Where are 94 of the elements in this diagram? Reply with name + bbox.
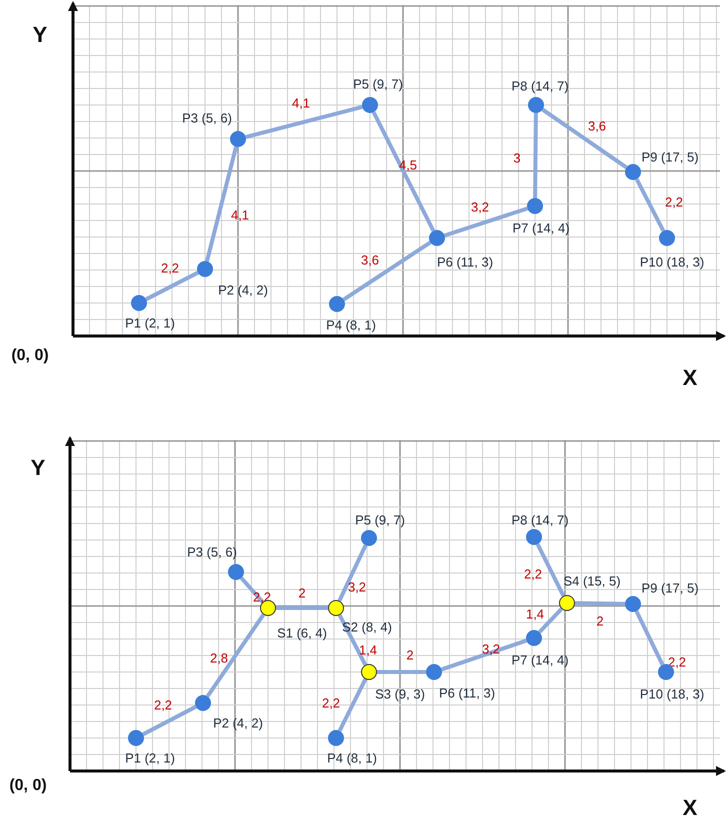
point-marker	[328, 730, 344, 746]
point-marker	[528, 97, 544, 113]
point-marker	[429, 230, 445, 246]
point-marker	[195, 695, 211, 711]
connector-line	[634, 610, 664, 666]
point-marker	[131, 295, 147, 311]
point-label: P7 (14, 4)	[511, 652, 569, 668]
edge-label: 2,2	[154, 698, 172, 712]
connector-line	[338, 544, 368, 602]
edge-label: 2,2	[524, 566, 542, 582]
edge-label: 3,2	[348, 580, 366, 594]
edge-label: 2,2	[160, 260, 180, 276]
connector-line	[541, 108, 628, 170]
point-marker	[526, 529, 542, 545]
point-marker	[659, 230, 675, 246]
edge-label: 2	[298, 586, 306, 600]
point-label: P5 (9, 7)	[353, 76, 403, 92]
point-marker	[128, 730, 144, 746]
point-label: P9 (17, 5)	[641, 580, 699, 596]
axis-label: Y	[30, 455, 46, 481]
edge-label: 4,1	[292, 96, 310, 110]
point-marker	[361, 530, 377, 546]
connector-line	[338, 614, 368, 666]
connector-line	[276, 606, 328, 610]
edge-label: 3,2	[470, 200, 490, 214]
point-marker	[329, 296, 345, 312]
connector-line	[440, 638, 528, 672]
point-marker	[361, 664, 377, 680]
connector-line	[538, 607, 563, 634]
edge-label: 2	[406, 648, 414, 662]
edge-label: 2,8	[210, 650, 228, 666]
point-label: P6 (11, 3)	[438, 686, 496, 700]
edge-label: 1,4	[526, 606, 544, 622]
connector-line	[574, 601, 626, 606]
connector-line	[338, 678, 368, 732]
point-label: P4 (8, 1)	[326, 318, 376, 332]
point-label: P1 (2, 1)	[125, 316, 175, 330]
point-label: P5 (9, 7)	[355, 512, 405, 528]
point-label: P1 (2, 1)	[125, 750, 175, 766]
axis-label: X	[682, 365, 698, 391]
point-marker	[625, 164, 641, 180]
point-marker	[559, 595, 575, 611]
point-label: P7 (14, 4)	[512, 220, 570, 236]
connector-line	[206, 613, 266, 698]
connector-line	[377, 670, 426, 674]
connector-line	[342, 240, 432, 302]
connector-line	[245, 105, 363, 139]
point-marker	[228, 564, 244, 580]
point-label: P8 (14, 7)	[511, 512, 569, 528]
axis-label: X	[682, 795, 698, 821]
connector-line	[205, 146, 238, 262]
edge-label: 4,1	[230, 208, 250, 222]
point-label: P6 (11, 3)	[436, 254, 494, 270]
axis-label: Y	[32, 22, 48, 48]
edge-label: 2,2	[664, 194, 684, 210]
point-marker	[230, 131, 246, 147]
point-label: P3 (5, 6)	[182, 110, 232, 126]
edge-label: 2,2	[322, 696, 340, 710]
point-marker	[426, 664, 442, 680]
point-marker	[527, 198, 543, 214]
point-label: P9 (17, 5)	[641, 150, 699, 164]
edge-label: 3	[513, 150, 521, 166]
point-label: S1 (6, 4)	[277, 626, 327, 640]
origin-label: (0, 0)	[11, 347, 49, 365]
point-label: P3 (5, 6)	[187, 544, 237, 560]
point-marker	[362, 97, 378, 113]
connector-line	[240, 576, 264, 604]
connector-line	[145, 270, 199, 302]
connector-line	[533, 112, 538, 198]
edge-label: 4,5	[398, 158, 418, 172]
edge-label: 2	[596, 614, 604, 628]
edge-label: 3,6	[360, 252, 380, 268]
point-marker	[625, 596, 641, 612]
point-marker	[328, 600, 344, 616]
edge-label: 1,4	[358, 642, 378, 658]
point-marker	[526, 630, 542, 646]
point-label: P10 (18, 3)	[640, 686, 704, 702]
connector-line	[372, 111, 436, 232]
point-label: P2 (4, 2)	[218, 282, 268, 298]
point-label: P8 (14, 7)	[511, 78, 569, 94]
point-label: S3 (9, 3)	[375, 686, 425, 702]
edge-label: 3,2	[482, 642, 500, 656]
point-label: S2 (8, 4)	[342, 620, 392, 634]
origin-label: (0, 0)	[9, 777, 47, 795]
point-label: P4 (8, 1)	[327, 750, 377, 766]
connector-line	[634, 178, 666, 232]
point-label: S4 (15, 5)	[563, 574, 621, 588]
connector-line	[142, 704, 197, 736]
point-marker	[197, 261, 213, 277]
edge-label: 3,6	[588, 118, 606, 134]
connector-line	[444, 206, 528, 238]
point-label: P2 (4, 2)	[213, 716, 263, 730]
point-label: P10 (18, 3)	[640, 254, 704, 270]
connector-line	[536, 543, 566, 597]
